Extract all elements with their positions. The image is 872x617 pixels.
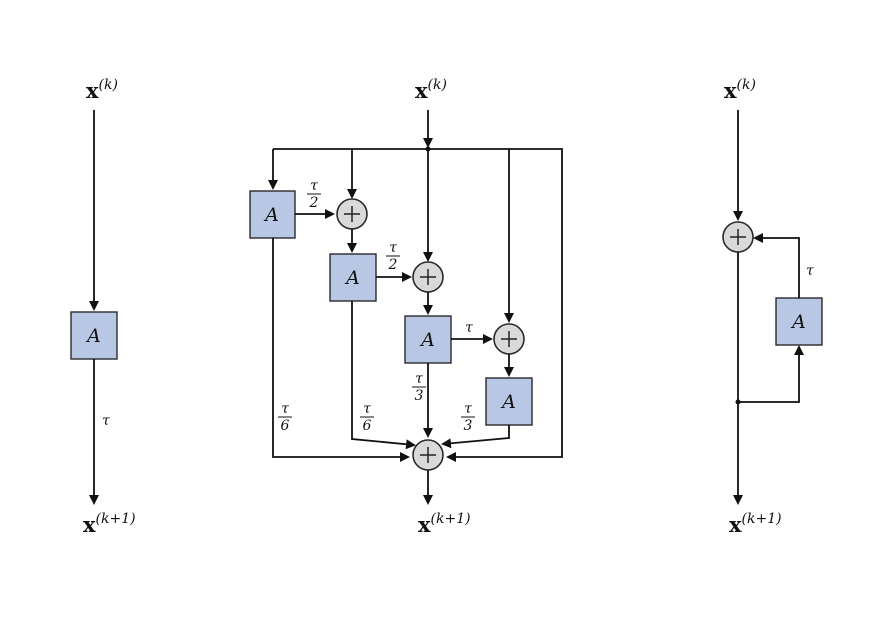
a-to-right-sum (753, 233, 800, 298)
right-a-block (775, 297, 823, 346)
left-input-label: x(k) (86, 77, 118, 103)
weight-tau-sixth-2-num: τ (363, 401, 371, 417)
weight-tau-half-2-num: τ (389, 240, 397, 256)
middle-top-bus (273, 148, 563, 462)
weight-tau-half-1: τ 2 (307, 178, 321, 211)
a-block-2 (329, 253, 377, 302)
weight-tau-third-1-den: 3 (415, 388, 424, 404)
weight-tau-sixth-1: τ 6 (278, 401, 292, 434)
weight-tau-third-2-num: τ (464, 401, 472, 417)
right-tau-weight: τ (806, 263, 814, 279)
weight-tau-sixth-1-den: 6 (281, 418, 290, 434)
weight-tau-sixth-1-num: τ (281, 401, 289, 417)
middle-input-label: x(k) (415, 77, 447, 103)
right-output-label: x(k+1) (729, 511, 782, 537)
left-diagram: x(k) A τ x(k+1) (70, 77, 136, 537)
weight-tau-half-2-den: 2 (388, 257, 398, 273)
weight-tau-third-2: τ 3 (461, 401, 475, 434)
sum-node-2 (412, 261, 444, 293)
weight-tau-half-1-num: τ (310, 178, 318, 194)
a-block-1-label: A (263, 204, 279, 226)
left-a-block-label: A (85, 325, 101, 347)
a1-to-final-sum (272, 238, 410, 462)
a4-to-final-sum (441, 425, 510, 449)
weight-tau-half-1-den: 2 (309, 195, 319, 211)
middle-output-label: x(k+1) (418, 511, 471, 537)
right-input-label: x(k) (724, 77, 756, 103)
left-output-label: x(k+1) (83, 511, 136, 537)
sum-node-1 (336, 198, 368, 230)
weight-tau-stage3: τ (465, 320, 473, 336)
left-tau-weight: τ (102, 413, 110, 429)
feedback-to-a (738, 345, 804, 403)
a-block-4 (485, 377, 533, 426)
sum-node-3 (493, 323, 525, 355)
weight-tau-sixth-2-den: 6 (363, 418, 372, 434)
weight-tau-third-2-den: 3 (464, 418, 473, 434)
weight-tau-third-1-num: τ (415, 371, 423, 387)
weight-tau-third-1: τ 3 (412, 371, 426, 404)
final-sum-node (412, 439, 444, 471)
a-block-3-label: A (419, 329, 435, 351)
right-sum-node (722, 221, 754, 253)
a-block-4-label: A (500, 391, 516, 413)
right-a-block-label: A (790, 311, 806, 333)
a2-to-final-sum (351, 301, 416, 450)
middle-diagram: x(k) A τ 2 A τ 2 (249, 77, 563, 537)
right-diagram: x(k) A τ x(k+1) (722, 77, 823, 537)
a-block-2-label: A (344, 267, 360, 289)
weight-tau-sixth-2: τ 6 (360, 401, 374, 434)
weight-tau-half-2: τ 2 (386, 240, 400, 273)
